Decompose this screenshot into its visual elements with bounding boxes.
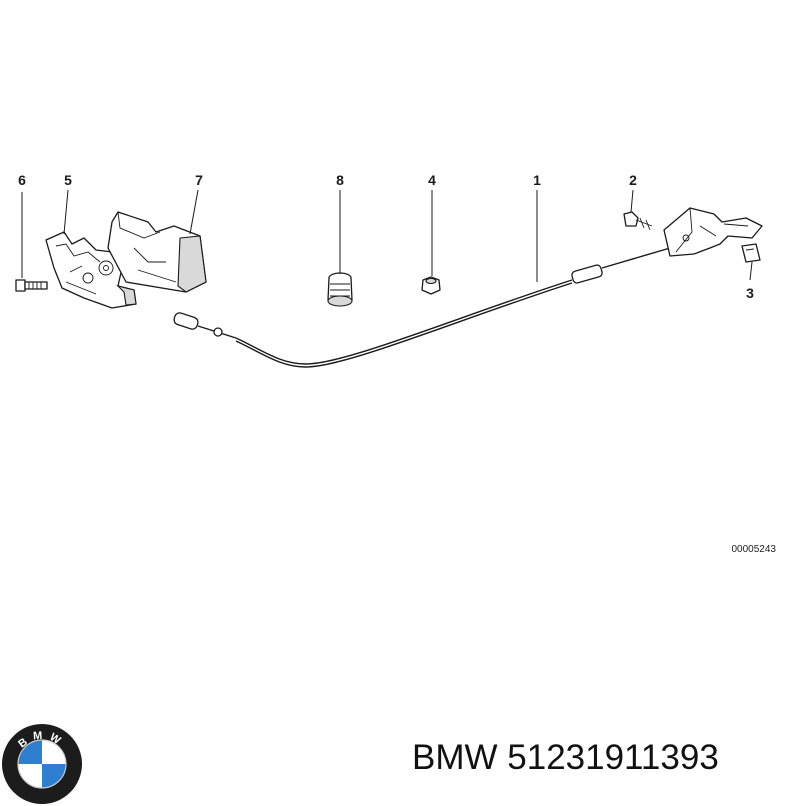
- release-lever: [663, 207, 763, 257]
- callout-2: 2: [629, 172, 637, 188]
- callout-1: 1: [533, 172, 541, 188]
- part-2-screw: [623, 211, 653, 231]
- part-4-clip: [421, 276, 441, 295]
- diagram-reference-code: 00005243: [732, 544, 777, 555]
- bmw-logo: BMW: [2, 724, 82, 804]
- callout-7: 7: [195, 172, 203, 188]
- part-8-grommet: [327, 272, 353, 307]
- part-1-release-cable: [173, 247, 671, 368]
- callout-labels: 6 5 7 8 4 1 2 3: [18, 172, 754, 301]
- callout-6: 6: [18, 172, 26, 188]
- parts-diagram: 6 5 7 8 4 1 2 3 00005243: [15, 172, 777, 555]
- callout-4: 4: [428, 172, 436, 188]
- callout-5: 5: [64, 172, 72, 188]
- part-3-retaining-clip: [741, 243, 761, 263]
- part-7-cover: [107, 211, 207, 293]
- part-number-caption: BMW 51231911393: [412, 738, 719, 777]
- leader-lines: [21, 189, 753, 282]
- callout-3: 3: [746, 285, 754, 301]
- part-6-bolt: [15, 279, 48, 292]
- callout-8: 8: [336, 172, 344, 188]
- part-5-lock-mechanism: [45, 231, 137, 309]
